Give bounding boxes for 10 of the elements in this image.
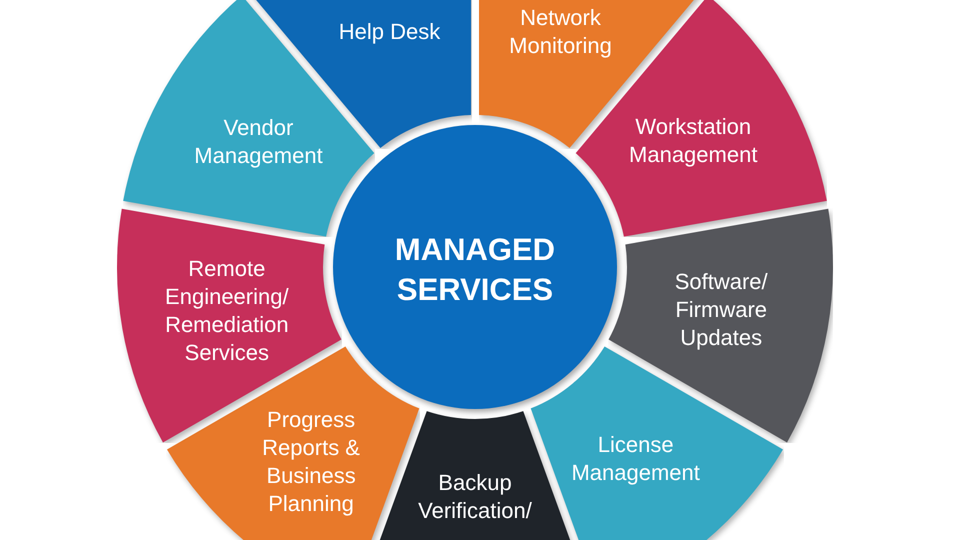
segment-label: Remote Engineering/ Remediation Services: [164, 254, 290, 367]
segment-label: Software/ Firmware Updates: [674, 268, 768, 352]
segment-label: Workstation Management: [628, 113, 758, 169]
segment-label: Help Desk: [338, 18, 441, 46]
segment-label: Progress Reports & Business Planning: [262, 406, 361, 518]
hub-label: MANAGED SERVICES: [394, 231, 556, 309]
segment-label: Vendor Management: [193, 114, 324, 170]
segment-label: License Management: [570, 430, 701, 486]
segment-label: Backup Verification/: [418, 469, 532, 525]
segment-label: Network Monitoring: [508, 4, 612, 60]
